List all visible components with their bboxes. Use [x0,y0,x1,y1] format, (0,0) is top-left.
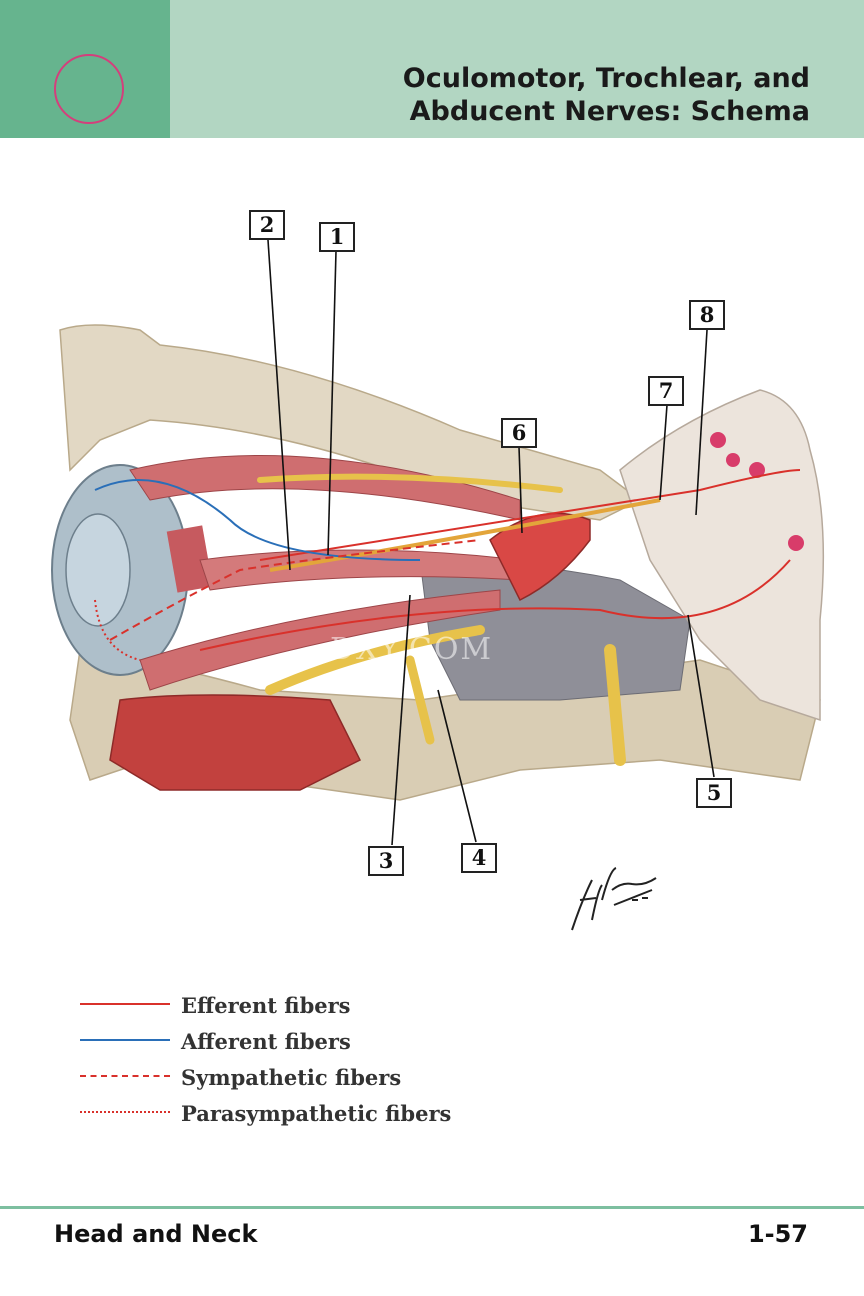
leader-3 [391,594,411,846]
label-1: 1 [319,222,355,252]
header-circle-icon [54,54,124,124]
title-line-2: Abducent Nerves: Schema [409,96,810,127]
label-3: 3 [368,846,404,876]
legend-swatch-parasympathetic [80,1111,170,1113]
eye-muscle-insertion [166,525,213,593]
legend-label-sympathetic: Sympathetic fibers [181,1065,402,1090]
nucleus-4 [788,535,804,551]
nucleus-1 [710,432,726,448]
title-line-1: Oculomotor, Trochlear, and [402,63,810,94]
orbital-nerve-upper [257,473,563,493]
legend-label-efferent: Efferent fibers [181,993,351,1018]
legend-label-afferent: Afferent fibers [181,1029,351,1054]
footer-page-number: 1-57 [747,1220,808,1248]
label-5: 5 [696,778,732,808]
trigeminal-branch [265,625,485,695]
skull-bone-upper [59,324,642,521]
leader-8 [695,329,708,516]
maxillary-region [109,694,362,791]
superior-muscle [129,454,521,521]
leader-4 [437,689,477,843]
facial-nerve [604,644,626,766]
leader-6 [518,446,523,534]
header-band: Oculomotor, Trochlear, and Abducent Nerv… [0,0,864,138]
page-title: Oculomotor, Trochlear, and Abducent Nerv… [403,62,810,128]
leader-2 [267,239,291,571]
header-tab [0,0,170,138]
watermark-text: DXY.COM [330,632,494,667]
legend-swatch-afferent [80,1039,170,1041]
nucleus-2 [726,453,740,467]
oculomotor-nerve [269,498,661,572]
leader-5 [687,614,715,778]
label-2: 2 [249,210,285,240]
leader-7 [659,404,668,501]
efferent-path-2 [259,469,801,561]
nucleus-3 [749,462,765,478]
brainstem [619,389,825,722]
label-8: 8 [689,300,725,330]
label-7: 7 [648,376,684,406]
label-4: 4 [461,843,497,873]
footer-section: Head and Neck [54,1220,258,1248]
sympathetic-path [109,539,481,641]
legend-label-parasympathetic: Parasympathetic fibers [181,1101,452,1126]
cornea [65,513,131,627]
legend-swatch-sympathetic [80,1075,170,1077]
leader-1 [327,250,337,556]
netter-signature [571,867,657,931]
anatomy-illustration [51,239,825,846]
legend-swatch-efferent [80,1003,170,1005]
efferent-path [199,559,791,651]
label-6: 6 [501,418,537,448]
ganglion-nerve [405,655,435,745]
footer-divider [0,1206,864,1209]
